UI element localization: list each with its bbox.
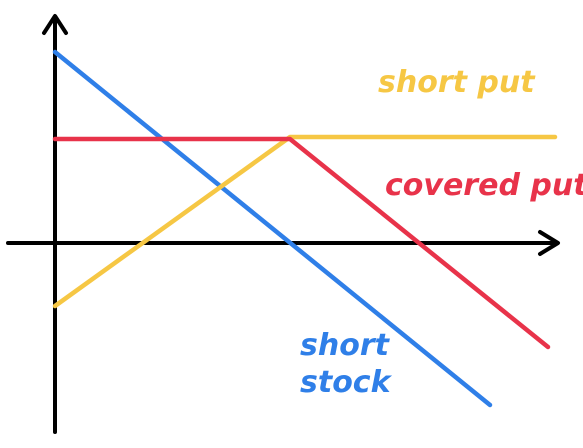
short-stock-label-line2: stock [300, 365, 393, 400]
short-put-label: short put [378, 65, 536, 100]
covered-put-line [52, 136, 551, 350]
x-axis-arrowhead [538, 230, 560, 256]
short-stock-line [52, 49, 493, 408]
short-stock-label-line1: short [300, 328, 391, 363]
y-axis-arrowhead [42, 14, 68, 35]
covered-put-label: covered put [385, 168, 583, 203]
short-put-line [52, 134, 558, 309]
